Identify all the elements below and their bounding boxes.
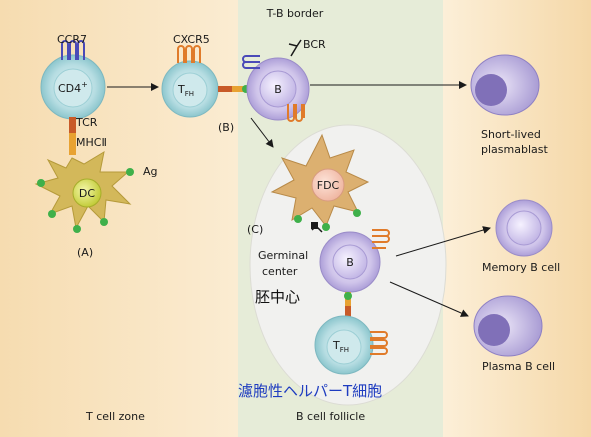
- cd4-label-main: CD4: [58, 82, 81, 95]
- cd4-t-cell: [40, 40, 106, 120]
- fdc-cell: [270, 133, 370, 227]
- b-border-label: B: [274, 83, 282, 96]
- cd4-label: CD4+: [58, 80, 88, 95]
- bcr-receptor: [242, 55, 260, 69]
- tfh-cell-gc: [314, 315, 388, 375]
- tfh-label-jp: 濾胞性ヘルパーT細胞: [238, 382, 382, 400]
- arrow-gc-memory: [395, 226, 491, 257]
- gc-antigen: [344, 292, 352, 300]
- ccr7-receptor: [61, 40, 85, 60]
- fdc-bcr-contact: [311, 222, 318, 229]
- panel-b-label: (B): [218, 121, 234, 134]
- tfh-gc-label: TFH: [332, 339, 349, 354]
- ag-label: Ag: [143, 165, 158, 178]
- tfh-cell-top: [161, 45, 219, 118]
- panel-c-label: (C): [247, 223, 263, 236]
- gc-label-line2: center: [262, 265, 298, 278]
- t-cell-zone-label: T cell zone: [85, 410, 145, 423]
- tfh-b-link-a: [218, 86, 232, 92]
- cd4-label-sup: +: [81, 80, 88, 89]
- memory-label: Memory B cell: [482, 261, 560, 274]
- fdc-antigen-dots: [294, 209, 361, 231]
- tfh-b-link-b: [232, 86, 244, 92]
- memory-b-cell: [495, 199, 553, 257]
- gc-label-line1: Germinal: [258, 249, 308, 262]
- gc-label-jp: 胚中心: [255, 288, 300, 306]
- plasmablast-cell: [470, 54, 540, 116]
- gc-tfh-receptor: [370, 331, 388, 355]
- antigen-dots: [37, 168, 134, 233]
- mhc-label: MHCⅡ: [76, 136, 107, 149]
- b-cell-border: [242, 39, 310, 122]
- arrows: [107, 81, 491, 317]
- panel-a-label: (A): [77, 246, 93, 259]
- plasmablast-label-line1: Short-lived: [481, 128, 541, 141]
- t-b-border-label: T-B border: [266, 7, 324, 20]
- bcr-label: BCR: [303, 38, 326, 51]
- b-gc-label: B: [346, 256, 354, 269]
- tfh-gc-label-main: T: [332, 339, 340, 352]
- gc-b-receptor: [372, 229, 390, 249]
- gc-bcr-symbol: [311, 225, 323, 233]
- ccr7-label: CCR7: [57, 33, 87, 46]
- dc-label: DC: [79, 187, 95, 200]
- cxcr5-label: CXCR5: [173, 33, 210, 46]
- plasmablast-label-line2: plasmablast: [481, 143, 548, 156]
- plasma-b-cell: [473, 295, 543, 357]
- mhc-stalk: [69, 133, 76, 155]
- dendritic-cell: [34, 150, 132, 230]
- fdc-label: FDC: [317, 179, 340, 192]
- tfh-top-label-sub: FH: [185, 90, 194, 98]
- tcr-stalk: [69, 117, 76, 133]
- tfh-top-label-main: T: [177, 83, 185, 96]
- b-cell-follicle-label: B cell follicle: [296, 410, 365, 423]
- tfh-top-label: TFH: [177, 83, 194, 98]
- tcr-label: TCR: [75, 116, 98, 129]
- plasma-label: Plasma B cell: [482, 360, 555, 373]
- gc-link-b: [345, 306, 351, 318]
- cxcr5-receptor: [177, 45, 201, 63]
- arrow-b-gc: [250, 117, 274, 148]
- tfh-gc-label-sub: FH: [340, 346, 349, 354]
- arrow-gc-plasma: [389, 281, 469, 317]
- bcr-symbol: [288, 39, 302, 57]
- b-cxcr5-receptor: [287, 104, 305, 122]
- b-cell-gc: [311, 225, 390, 293]
